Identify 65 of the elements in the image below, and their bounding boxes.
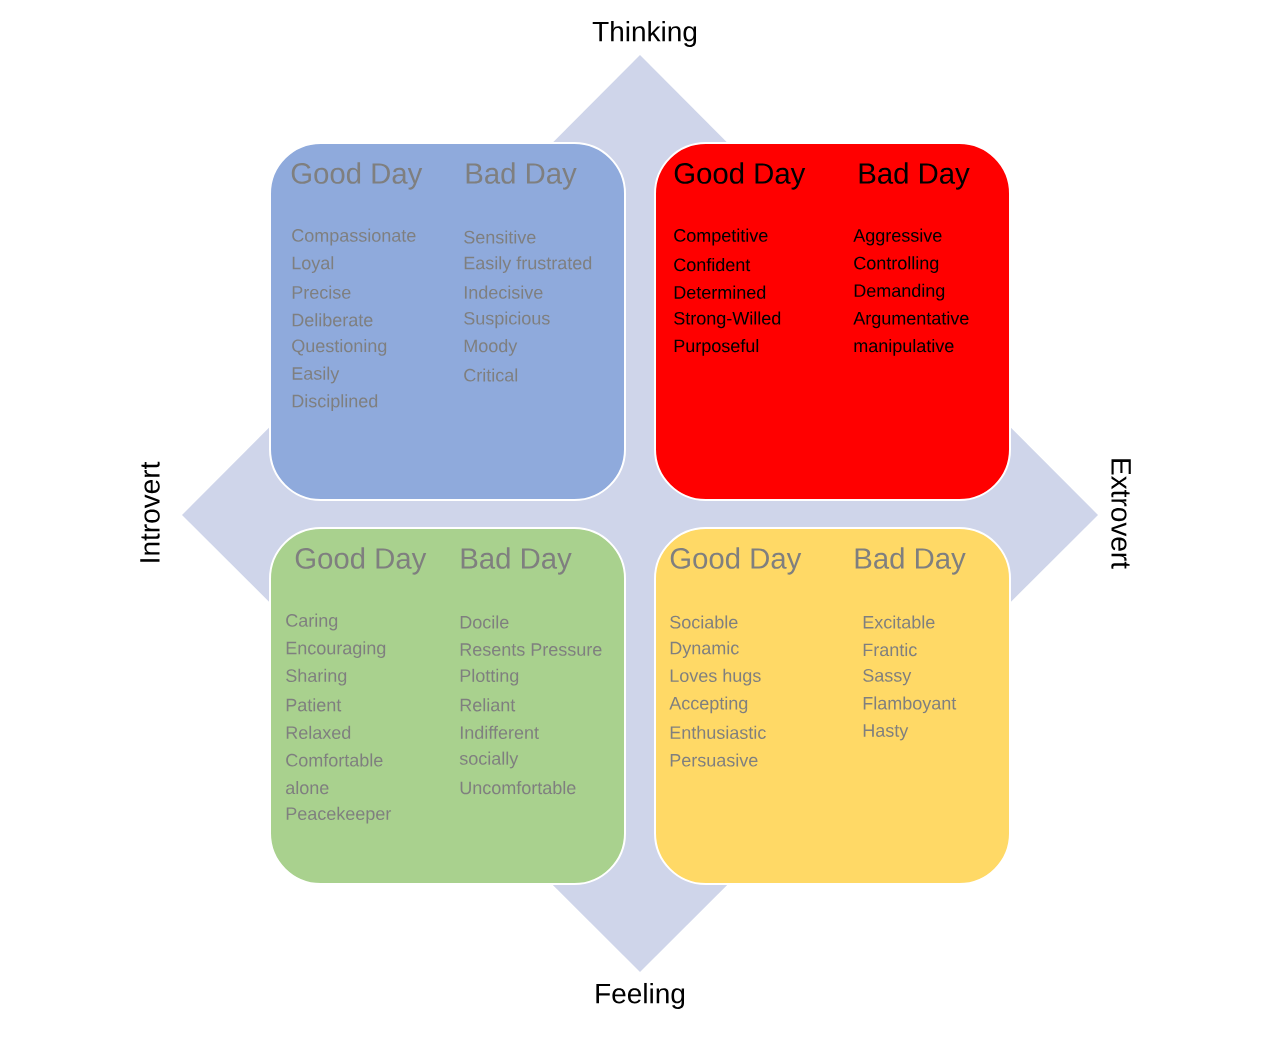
trait-item: Deliberate [292, 313, 373, 327]
trait-item: Patient [286, 698, 342, 712]
trait-item: Excitable [863, 615, 935, 629]
trait-item: Purposeful [674, 339, 759, 356]
trait-item: Plotting [460, 668, 519, 686]
trait-item: Sensitive [464, 230, 536, 244]
trait-item: Frantic [863, 643, 917, 657]
trait-item: Uncomfortable [460, 781, 576, 795]
trait-item: Precise [292, 285, 351, 299]
column-heading: Bad Day [466, 162, 577, 190]
column-heading: Bad Day [855, 547, 966, 575]
trait-item: Accepting [669, 696, 748, 714]
trait-item: Sassy [863, 669, 912, 686]
trait-item: socially [459, 751, 519, 769]
trait-item: Indifferent [460, 725, 539, 739]
trait-item: Easily frustrated [464, 256, 592, 273]
column-heading: Bad Day [859, 162, 970, 190]
trait-item: Sociable [670, 615, 738, 629]
quadrant-box [654, 142, 1011, 501]
trait-item: Argumentative [853, 311, 969, 329]
quadrant-box [269, 527, 626, 885]
trait-item: Caring [286, 613, 338, 631]
trait-item: Moody [464, 339, 518, 356]
column-heading: Bad Day [461, 547, 572, 575]
column-heading: Good Day [291, 162, 423, 190]
axis-label: Extrovert [1111, 459, 1131, 569]
trait-item: Suspicious [464, 311, 550, 329]
trait-item: Critical [464, 368, 518, 382]
axis-label: Introvert [140, 461, 160, 562]
quadrant-box [654, 527, 1011, 885]
trait-item: Questioning [292, 339, 387, 356]
axis-label: Thinking [592, 20, 697, 48]
trait-item: Compassionate [292, 228, 416, 246]
column-heading: Good Day [295, 547, 427, 575]
trait-item: Loves hugs [670, 668, 761, 686]
quadrant-box [269, 142, 626, 501]
trait-item: Relaxed [286, 725, 351, 739]
trait-item: manipulative [854, 339, 954, 356]
trait-item: Demanding [854, 283, 945, 301]
trait-item: Controlling [854, 256, 939, 273]
trait-item: Encouraging [286, 641, 386, 658]
trait-item: Confident [674, 258, 751, 272]
column-heading: Good Day [670, 547, 802, 575]
trait-item: Determined [674, 285, 766, 299]
trait-item: alone [286, 781, 329, 795]
trait-item: Disciplined [292, 394, 378, 411]
trait-item: Docile [460, 615, 509, 629]
column-heading: Good Day [674, 162, 806, 190]
trait-item: Indecisive [464, 285, 543, 299]
trait-item: Peacekeeper [286, 806, 391, 824]
trait-item: Resents Pressure [460, 643, 602, 656]
trait-item: Aggressive [853, 228, 942, 246]
trait-item: Enthusiastic [670, 725, 766, 739]
trait-item: Easily [292, 366, 340, 384]
trait-item: Comfortable [286, 753, 383, 767]
trait-item: Reliant [460, 698, 516, 712]
axis-label: Feeling [596, 982, 685, 1010]
trait-item: Strong-Willed [674, 311, 781, 329]
trait-item: Persuasive [670, 753, 758, 767]
trait-item: Hasty [863, 724, 909, 741]
trait-item: Sharing [286, 668, 347, 686]
trait-item: Flamboyant [863, 696, 957, 714]
trait-item: Competitive [674, 228, 768, 246]
trait-item: Loyal [292, 256, 334, 273]
trait-item: Dynamic [670, 641, 739, 658]
